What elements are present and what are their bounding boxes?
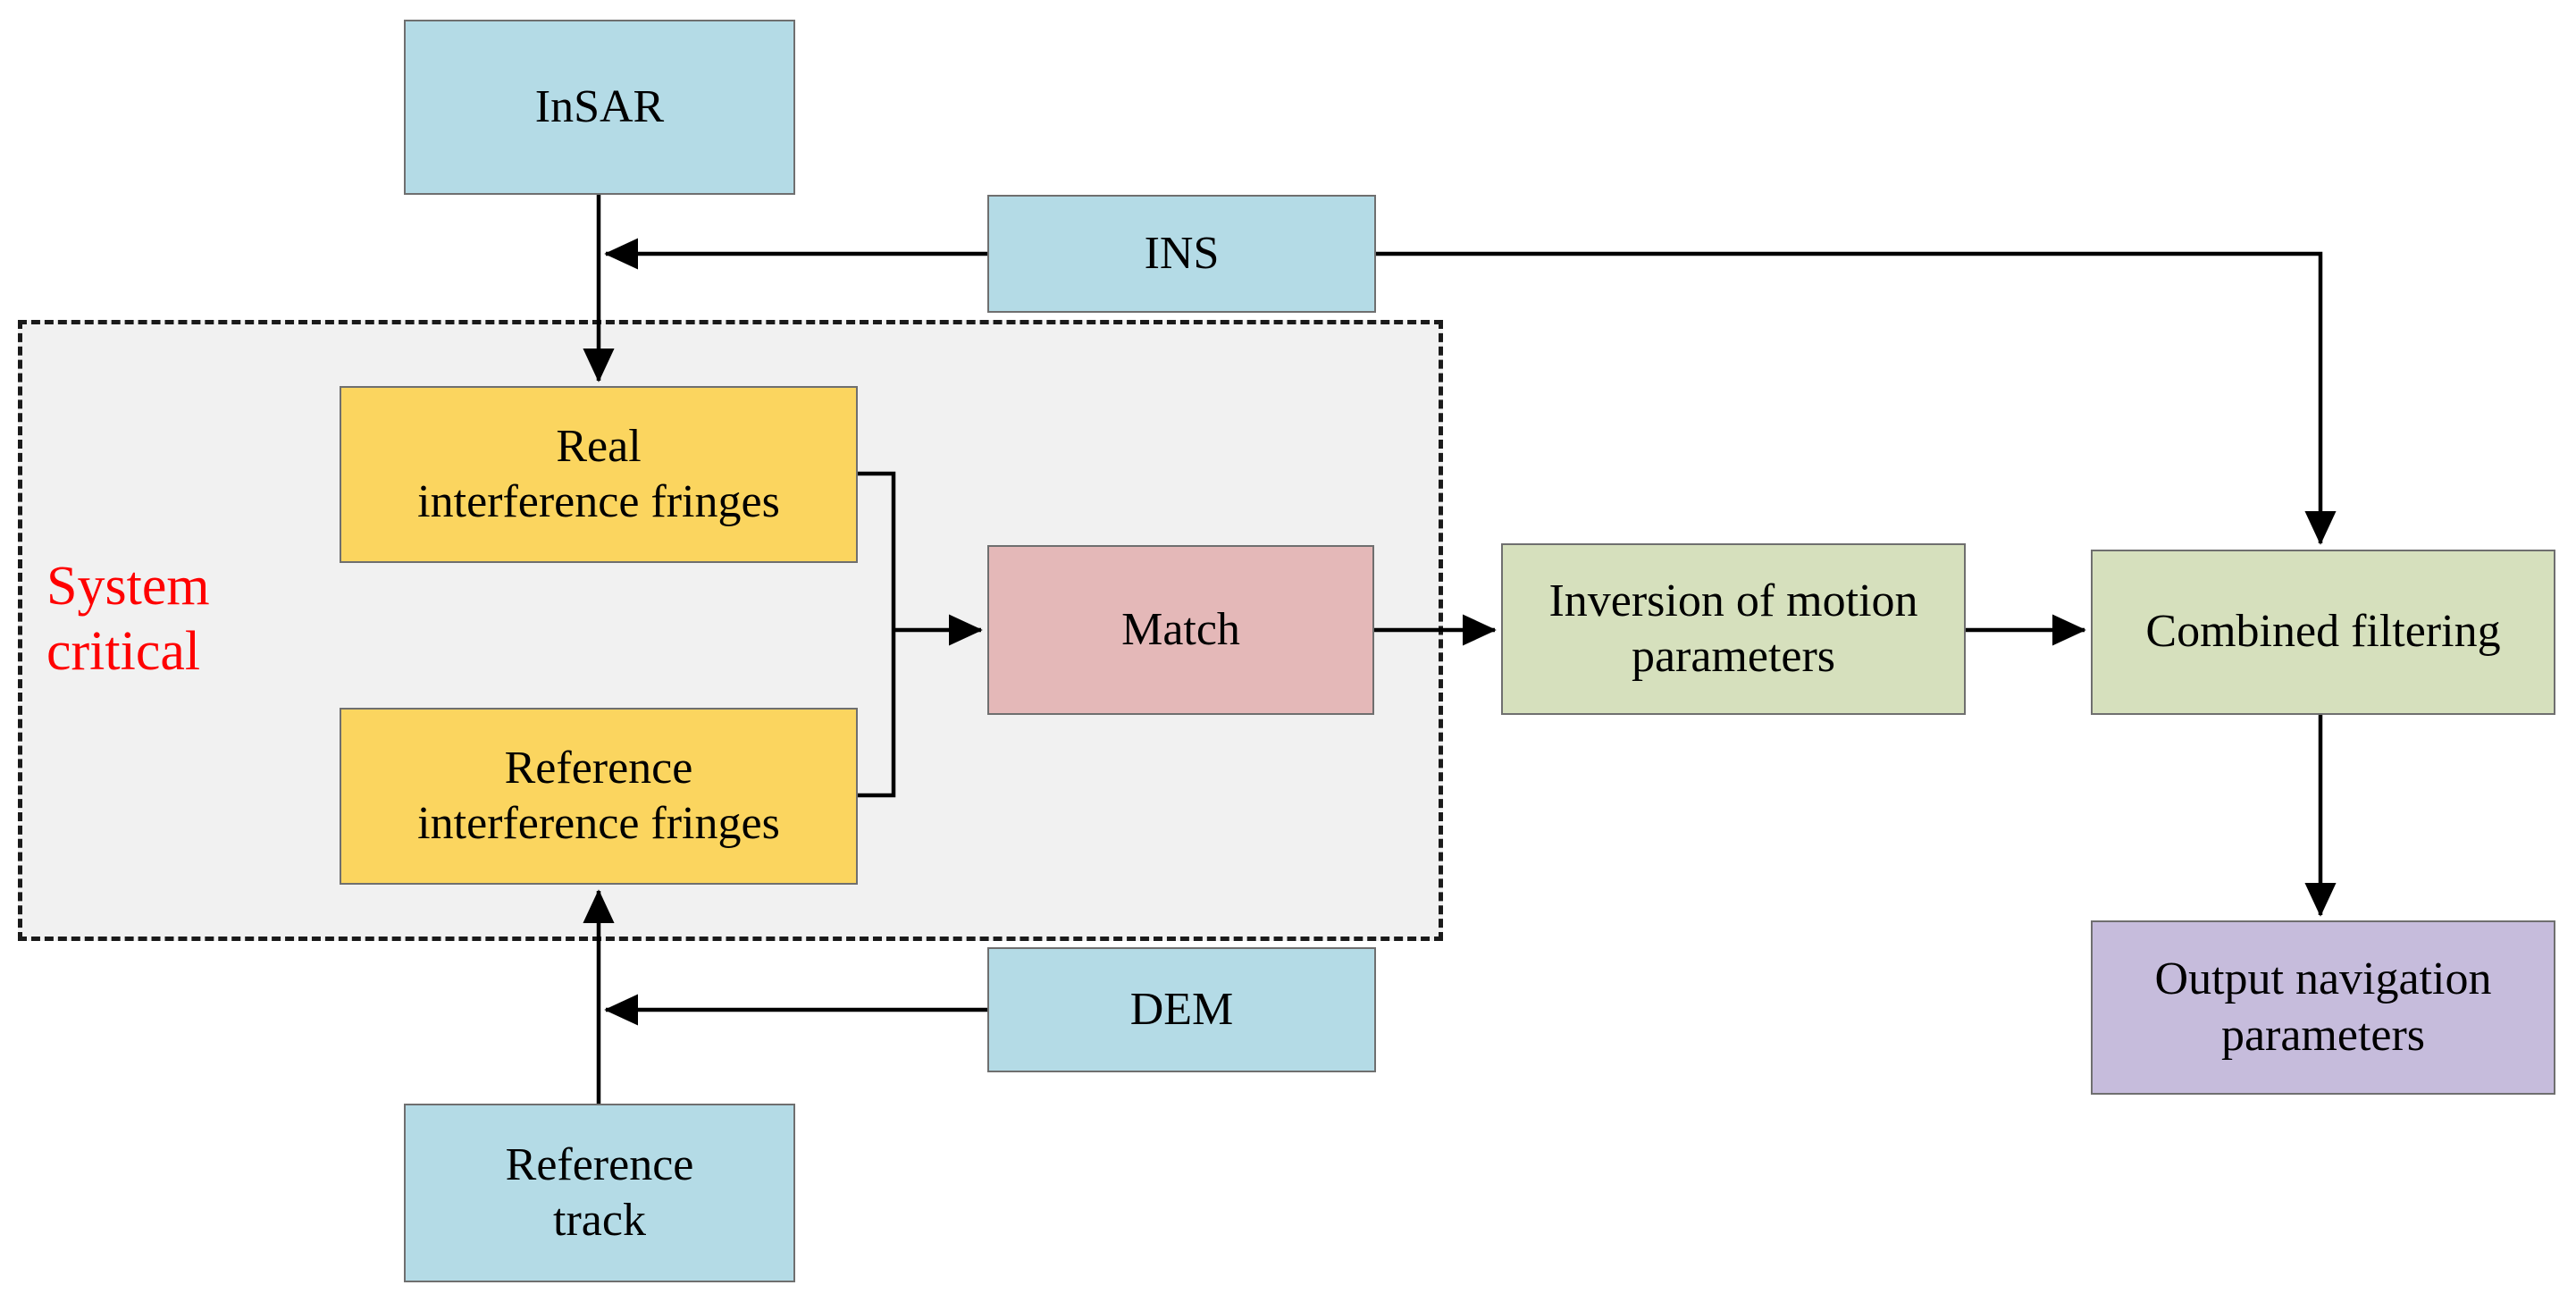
node-combined-filtering[interactable]: Combined filtering xyxy=(2091,550,2555,715)
node-insar[interactable]: InSAR xyxy=(404,20,795,195)
node-reference-interference-fringes[interactable]: Reference interference fringes xyxy=(340,708,858,885)
edge-ins-to-combined xyxy=(1376,251,2337,545)
node-reference-track[interactable]: Reference track xyxy=(404,1104,795,1282)
node-inversion-of-motion-parameters[interactable]: Inversion of motion parameters xyxy=(1501,543,1966,715)
system-critical-label: System critical xyxy=(46,556,210,683)
node-dem[interactable]: DEM xyxy=(987,947,1376,1072)
node-output-navigation-parameters[interactable]: Output navigation parameters xyxy=(2091,920,2555,1095)
node-ins[interactable]: INS xyxy=(987,195,1376,313)
node-match[interactable]: Match xyxy=(987,545,1374,715)
node-real-interference-fringes[interactable]: Real interference fringes xyxy=(340,386,858,563)
